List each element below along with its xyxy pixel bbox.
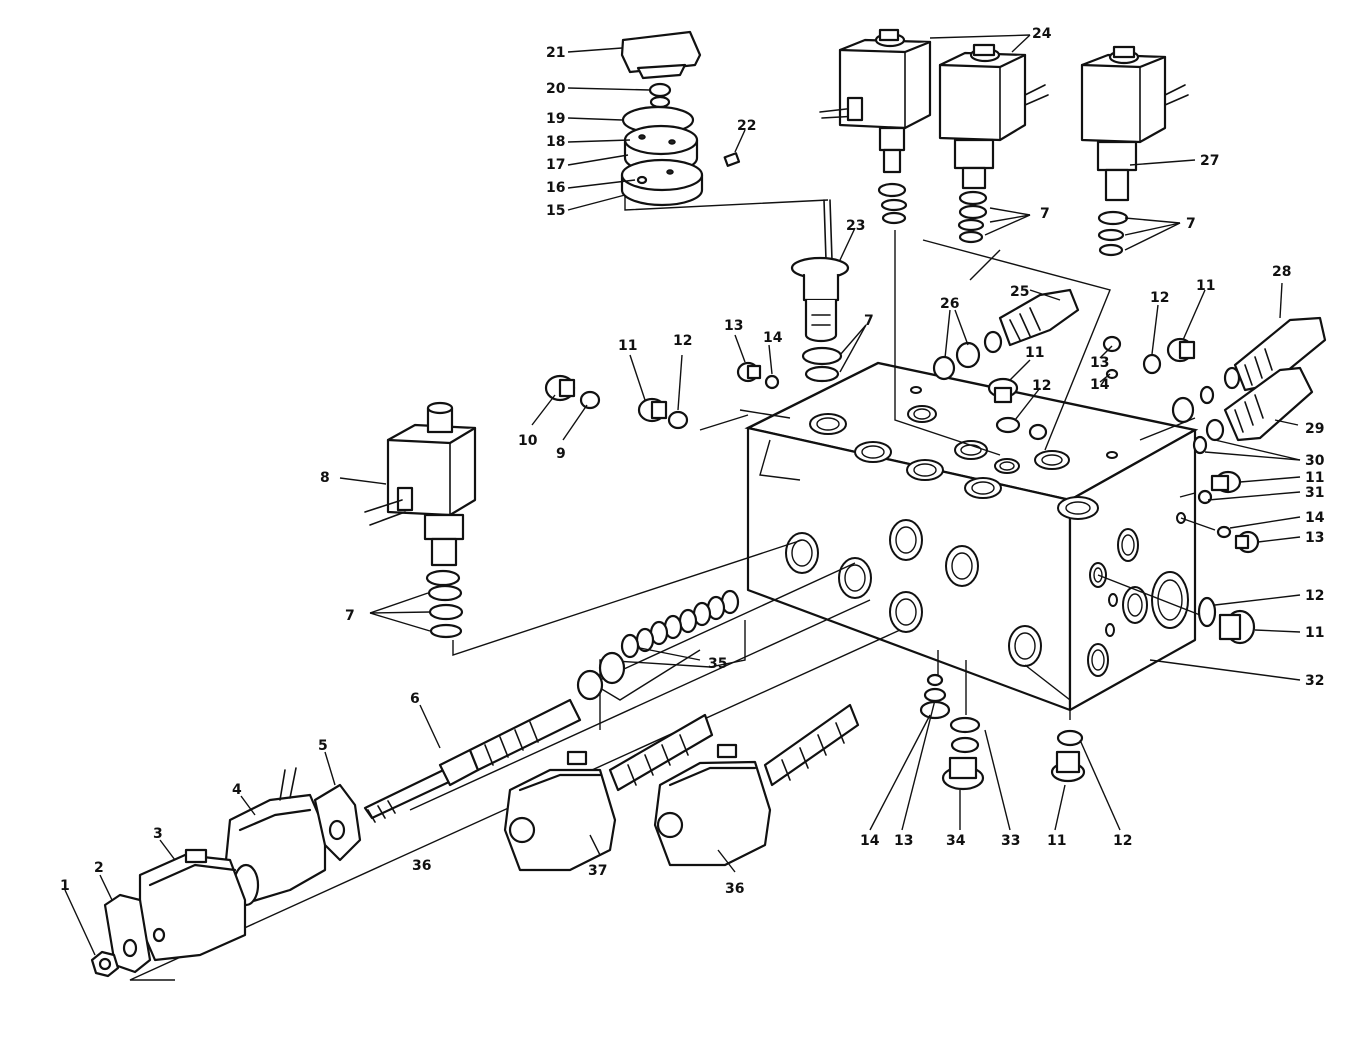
callout-10: 10 [518,433,538,449]
coil-cover-3 [138,848,247,962]
callout-12-top: 12 [1032,378,1051,394]
callout-29: 29 [1305,421,1324,437]
callout-35: 35 [708,656,727,672]
solenoid-valve-24b [938,43,1049,244]
callout-12-upper-right: 12 [1150,290,1169,306]
callout-13-left: 13 [724,318,743,334]
callout-11-right-mid: 11 [1305,470,1324,486]
manifold-block [744,361,1199,712]
solenoid-37 [503,713,714,872]
right-ports [1087,512,1189,677]
knob-assembly [620,30,741,207]
callout-14-top: 14 [1090,377,1110,393]
callout-33: 33 [1001,833,1020,849]
callout-5: 5 [318,738,328,754]
callout-8: 8 [320,470,330,486]
callout-14-left: 14 [763,330,783,346]
adjustable-valve-23 [790,199,850,383]
callout-20: 20 [546,81,566,97]
callout-7-top-mid: 7 [1040,206,1050,222]
callout-30: 30 [1305,453,1325,469]
solenoid-valve-27 [1080,45,1189,257]
callout-11-upper-right: 11 [1196,278,1215,294]
callout-31: 31 [1305,485,1324,501]
solenoid-valve-24a [819,28,932,225]
callout-28: 28 [1272,264,1291,280]
plate-5 [313,783,362,862]
callout-6: 6 [410,691,420,707]
nut-1 [90,950,120,978]
callout-36-left: 36 [412,858,431,874]
callout-17: 17 [546,157,565,173]
assembly-lines [129,195,1216,981]
callout-34: 34 [946,833,966,849]
top-ports [809,386,1118,520]
cartridge-29 [1192,366,1314,455]
callout-11-left: 11 [618,338,637,354]
callout-16: 16 [546,180,565,196]
callout-3: 3 [153,826,163,842]
callout-18: 18 [546,134,565,150]
cartridge-28 [1223,316,1327,392]
callout-25: 25 [1010,284,1029,300]
callout-21: 21 [546,45,565,61]
callout-9: 9 [556,446,566,462]
callout-13-top: 13 [1090,355,1109,371]
callout-11-top: 11 [1025,345,1044,361]
callout-13-bottom: 13 [894,833,913,849]
solenoid-valve-8 [364,401,477,639]
callout-14-bottom: 14 [860,833,880,849]
spool-seals-35 [598,589,740,685]
callout-37: 37 [588,863,607,879]
callout-12-left: 12 [673,333,692,349]
callout-12-right: 12 [1305,588,1324,604]
callout-7-top-right: 7 [1186,216,1196,232]
callout-13-right: 13 [1305,530,1324,546]
callout-12-bottom: 12 [1113,833,1132,849]
callout-leaders [64,34,1301,956]
callout-labels: 1 2 3 4 5 6 7 7 7 7 7 8 9 10 11 11 11 11… [60,26,1325,897]
callout-11-bottom: 11 [1047,833,1066,849]
solenoid-stem-6 [363,669,604,823]
coil-4 [223,767,327,907]
plug-set-left [544,361,780,430]
callout-15: 15 [546,203,565,219]
callout-24: 24 [1032,26,1052,42]
callout-1: 1 [60,878,70,894]
plug-set-bottom [919,673,1086,791]
cartridge-25 [932,288,1080,441]
callout-7-left: 7 [345,608,355,624]
callout-32: 32 [1305,673,1324,689]
front-ports [785,519,1042,667]
callout-7-top-left: 7 [864,313,874,329]
solenoid-36 [653,703,860,867]
callout-27: 27 [1200,153,1219,169]
callout-11-right-low: 11 [1305,625,1324,641]
plug-set-right [987,335,1215,434]
callout-4: 4 [232,782,242,798]
callout-22: 22 [737,118,756,134]
plug-31 [1197,470,1260,645]
callout-2: 2 [94,860,104,876]
callout-36-right: 36 [725,881,744,897]
callout-19: 19 [546,111,565,127]
callout-23: 23 [846,218,865,234]
callout-26: 26 [940,296,959,312]
callout-14-right: 14 [1305,510,1325,526]
